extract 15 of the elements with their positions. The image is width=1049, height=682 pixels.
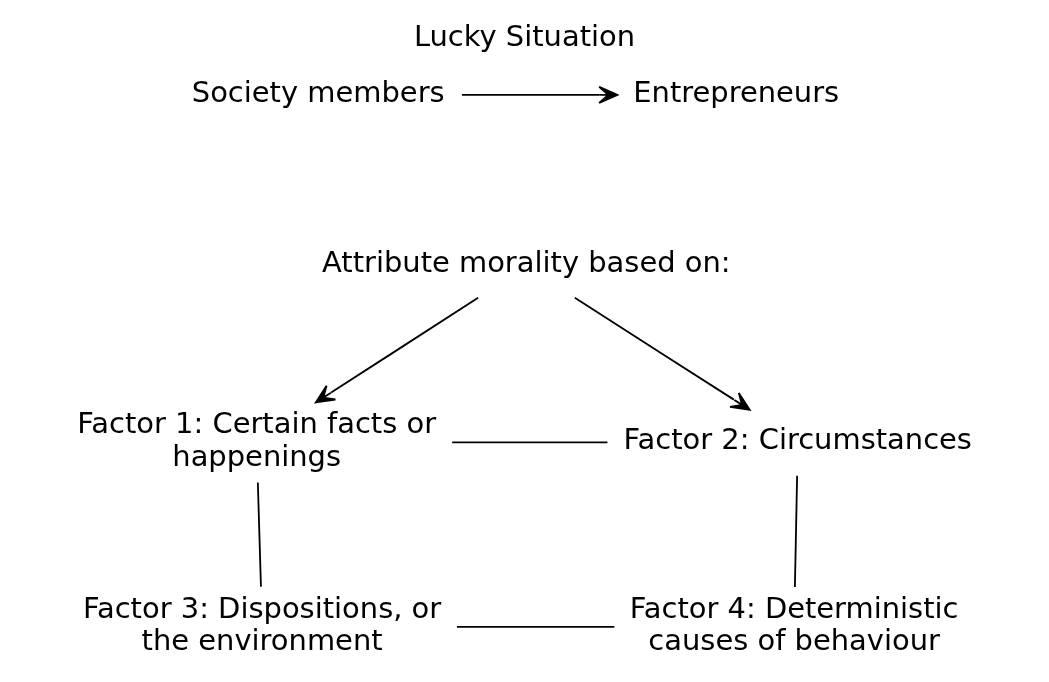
- arrow: [573, 296, 751, 411]
- arrow: [314, 296, 479, 404]
- node-text: Factor 3: Dispositions, or the environment: [82, 590, 442, 658]
- node-text: Factor 1: Certain facts or happenings: [77, 405, 437, 473]
- connector: [456, 626, 616, 628]
- connector: [451, 441, 609, 444]
- arrow: [461, 85, 619, 104]
- node-text: Factor 4: Deterministic causes of behaviour: [629, 590, 959, 658]
- connector: [794, 474, 799, 588]
- node-text: Attribute morality based on:: [322, 244, 731, 279]
- diagram-title: Lucky Situation: [413, 18, 636, 53]
- node-text: Society members: [191, 74, 445, 109]
- connector: [256, 481, 262, 588]
- node-text: Factor 2: Circumstances: [623, 422, 972, 457]
- node-text: Entrepreneurs: [633, 74, 840, 109]
